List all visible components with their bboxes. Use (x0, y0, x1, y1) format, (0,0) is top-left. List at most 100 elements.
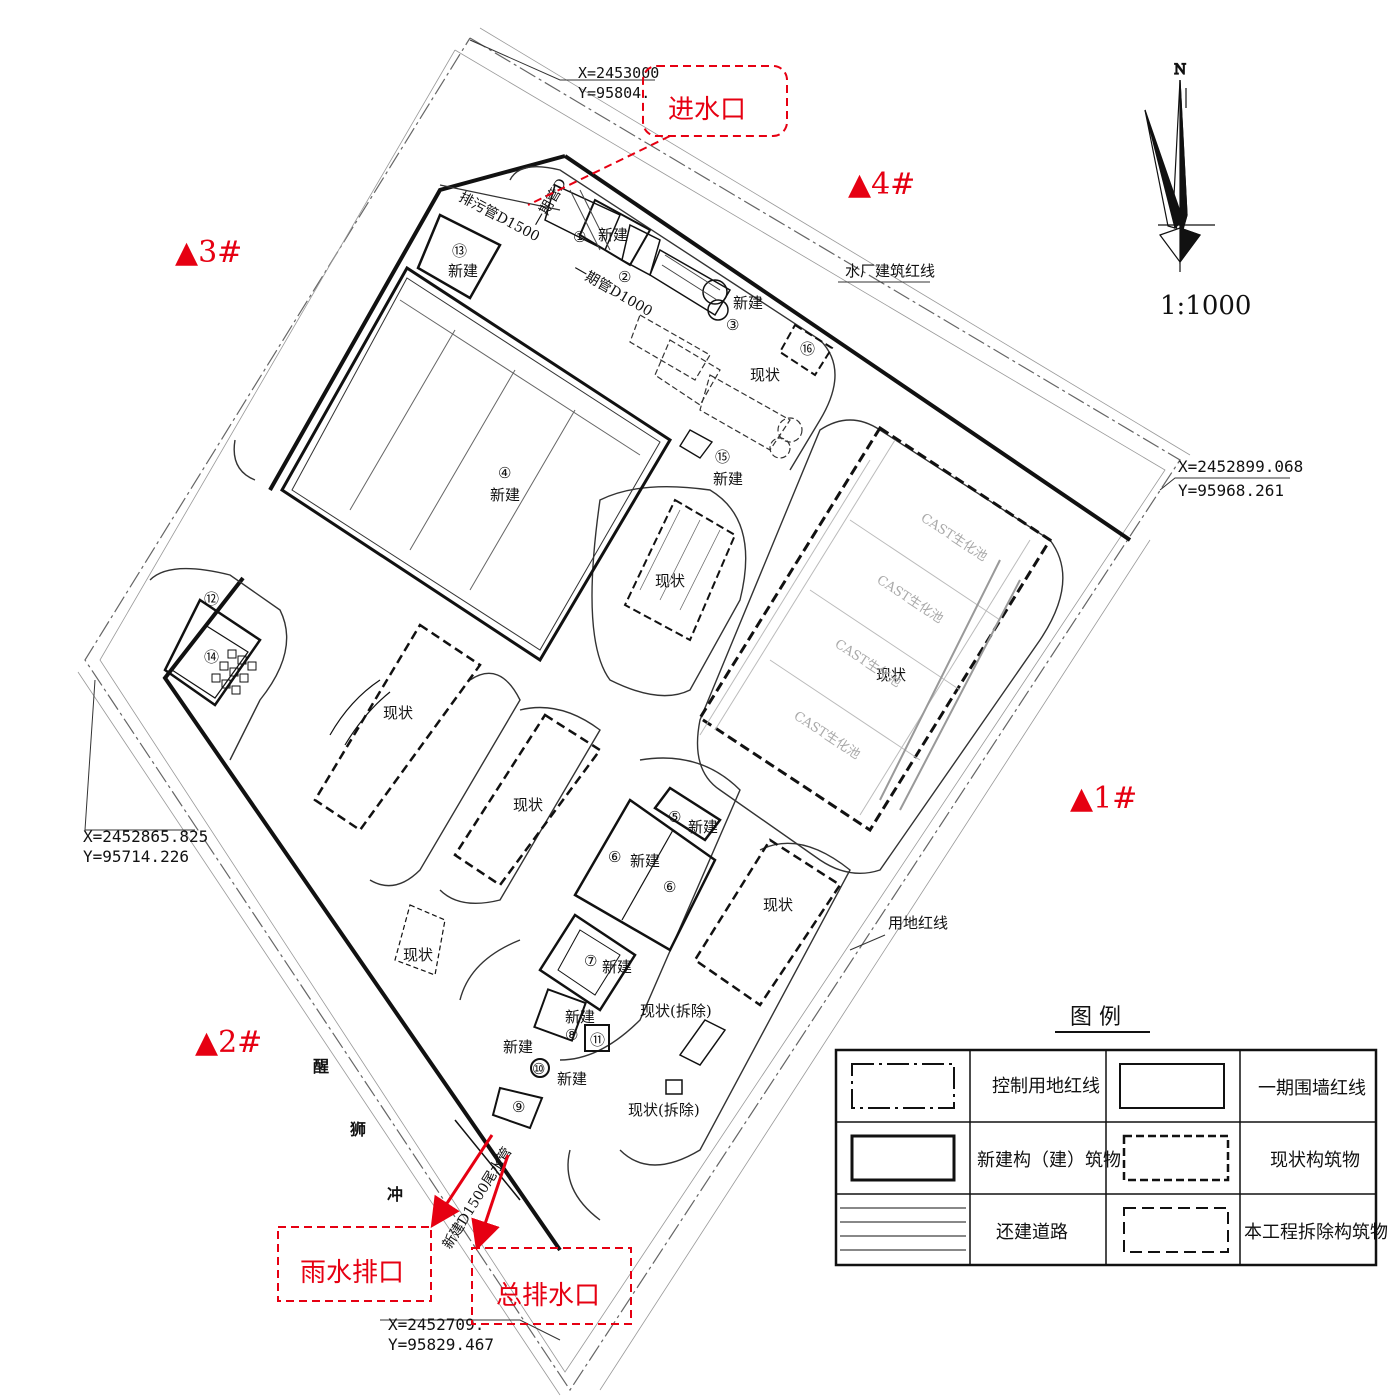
bldg-3-status: 新建 (733, 294, 763, 312)
legend-symbol-demolish (1123, 1207, 1229, 1253)
coordinate-leaders (84, 39, 1290, 1341)
existing-left-block (313, 623, 482, 832)
roads (149, 166, 1064, 1221)
existing-right-small (693, 838, 842, 1007)
bldg-1-status: 新建 (598, 226, 628, 244)
monitoring-point-2: ▲2# (195, 1025, 262, 1060)
inlet-pipes (439, 184, 561, 211)
coord-top-y: Y=95804. (578, 84, 650, 102)
bldg-6-number-a: ⑥ (608, 848, 621, 866)
existing-train-status: 现状 (750, 366, 780, 384)
inlet-callout: 进水口 (527, 65, 788, 206)
land-red-line (77, 27, 1191, 1396)
coord-left-x: X=2452865.825 (83, 827, 208, 846)
buildings-1-2-3 (544, 183, 732, 321)
bldg-9-number: ⑨ (512, 1098, 525, 1116)
north-label: N (1174, 62, 1186, 78)
buildings-12-14 (163, 598, 262, 707)
legend-symbol-phase1-wall (1119, 1063, 1225, 1109)
bldg-4-number: ④ (498, 464, 511, 482)
building-16 (778, 323, 834, 377)
coord-right-y: Y=95968.261 (1178, 481, 1284, 500)
bldg-5-number: ⑤ (668, 808, 681, 826)
mid-block-status: 现状 (513, 796, 543, 814)
monitoring-points: ▲1# ▲2# ▲3# ▲4# (175, 167, 1137, 1060)
demolish-label-1: 现状(拆除) (640, 1002, 712, 1020)
plant-red-line-label: 水厂建筑红线 (845, 262, 935, 280)
cast-status: 现状 (876, 666, 906, 684)
bldg-13-number: ⑬ (452, 242, 467, 260)
road-name-2: 狮 (349, 1120, 366, 1139)
bldg-2-number: ② (618, 268, 631, 286)
inlet-label: 进水口 (668, 95, 746, 125)
rain-outlet-callout: 雨水排口 (277, 1134, 494, 1302)
existing-mid-block (453, 713, 602, 887)
bldg-6-status: 新建 (630, 852, 660, 870)
bldg-10-number: ⑩ (532, 1060, 545, 1078)
right-small-status: 现状 (763, 896, 793, 914)
left-block-status: 现状 (383, 704, 413, 722)
demolish-items (665, 1019, 727, 1095)
legend-label-existing: 现状构筑物 (1270, 1150, 1360, 1171)
demolish-label-2: 现状(拆除) (628, 1101, 700, 1119)
road-name-3: 冲 (387, 1185, 403, 1204)
bldg-12-number: ⑫ (204, 590, 219, 608)
bldg-8-status-b: 新建 (503, 1038, 533, 1056)
coord-top-x: X=2453000 (578, 64, 659, 82)
bldg-15-status: 新建 (713, 470, 743, 488)
legend-label-demolish: 本工程拆除构筑物 (1244, 1222, 1388, 1243)
legend-label-road: 还建道路 (996, 1222, 1068, 1243)
north-arrow-icon: N (1144, 61, 1215, 272)
bldg-15-number: ⑮ (715, 448, 730, 466)
coordinate-labels: X=2453000 Y=95804. X=2452899.068 Y=95968… (83, 64, 1303, 1354)
cast-tanks (697, 425, 1053, 833)
bldg-11-number: ⑪ (590, 1031, 605, 1049)
building-15 (679, 429, 714, 459)
coord-bottom-x: X=2452709. (388, 1315, 484, 1334)
monitoring-point-1: ▲1# (1070, 781, 1137, 816)
coord-bottom-y: Y=95829.467 (388, 1335, 494, 1354)
bldg-13-status: 新建 (448, 262, 478, 280)
bldg-1-number: ① (573, 228, 586, 246)
coord-right-x: X=2452899.068 (1178, 457, 1303, 476)
bldg-7-number: ⑦ (584, 952, 597, 970)
outfall-pipe (454, 1119, 521, 1201)
building-labels: ④ 新建 ⑬ 新建 ① 新建 ② ③ 新建 现状 ⑯ ⑮ 新建 现状 现状 CA… (204, 226, 990, 1119)
legend-label-phase1-wall: 一期围墙红线 (1258, 1078, 1366, 1099)
bottom-left-status: 现状 (403, 946, 433, 964)
legend: 图 例 控制用地红线 一期围墙红线 新建构（建）筑物 现状构筑物 还建道路 本工… (834, 1005, 1388, 1267)
existing-center-block (623, 498, 737, 642)
building-7 (538, 913, 637, 1012)
land-red-line-label: 用地红线 (888, 914, 948, 932)
bldg-3-number: ③ (726, 316, 739, 334)
scale-label: 1:1000 (1160, 291, 1251, 321)
legend-symbol-existing (1122, 1134, 1230, 1182)
legend-label-new-building: 新建构（建）筑物 (977, 1150, 1121, 1171)
legend-label-control-line: 控制用地红线 (992, 1076, 1100, 1097)
monitoring-point-3: ▲3# (175, 235, 242, 270)
legend-title: 图 例 (1070, 1005, 1121, 1030)
buildings-8-11 (491, 988, 610, 1130)
building-4 (280, 265, 673, 663)
legend-symbol-road (840, 1207, 966, 1251)
bldg-10-status: 新建 (557, 1070, 587, 1088)
center-block-status: 现状 (655, 572, 685, 590)
main-outlet-label: 总排水口 (496, 1281, 600, 1311)
existing-bottom-left (394, 904, 446, 976)
legend-symbol-new-building (850, 1134, 956, 1182)
bldg-16-number: ⑯ (800, 340, 815, 358)
main-outlet-callout: 总排水口 (471, 1154, 632, 1325)
bldg-8-status-a: 新建 (565, 1008, 595, 1026)
coord-left-y: Y=95714.226 (83, 847, 189, 866)
monitoring-point-4: ▲4# (848, 167, 915, 202)
bldg-4-status: 新建 (490, 486, 520, 504)
cast-label-2: CAST生化池 (874, 573, 946, 627)
bldg-6-number-b: ⑥ (663, 878, 676, 896)
rain-outlet-label: 雨水排口 (300, 1258, 404, 1288)
bldg-14-number: ⑭ (204, 648, 219, 666)
bldg-5-status: 新建 (688, 818, 718, 836)
cast-label-4: CAST生化池 (791, 709, 863, 763)
legend-symbol-control-line (851, 1063, 955, 1109)
bldg-8-number: ⑧ (565, 1026, 578, 1044)
